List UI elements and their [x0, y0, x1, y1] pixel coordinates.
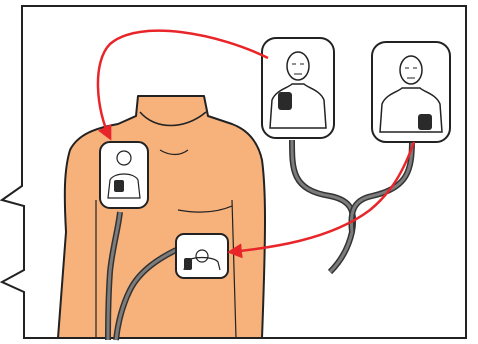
- pad-package-upper-right-chest: [262, 38, 334, 138]
- pad-patch-icon: [418, 114, 432, 130]
- torso: [58, 96, 265, 338]
- applied-pad-side: [176, 234, 228, 278]
- pad-patch-icon: [114, 180, 124, 192]
- cable-package-right-inner: [351, 140, 412, 232]
- cable-package-right: [351, 140, 412, 232]
- cable-package-left-inner: [292, 140, 353, 272]
- pad-package-lower-left-side: [372, 42, 450, 142]
- pad-patch-icon: [278, 92, 292, 110]
- applied-pad-upper-chest: [100, 142, 148, 208]
- pad-patch-icon: [184, 258, 192, 270]
